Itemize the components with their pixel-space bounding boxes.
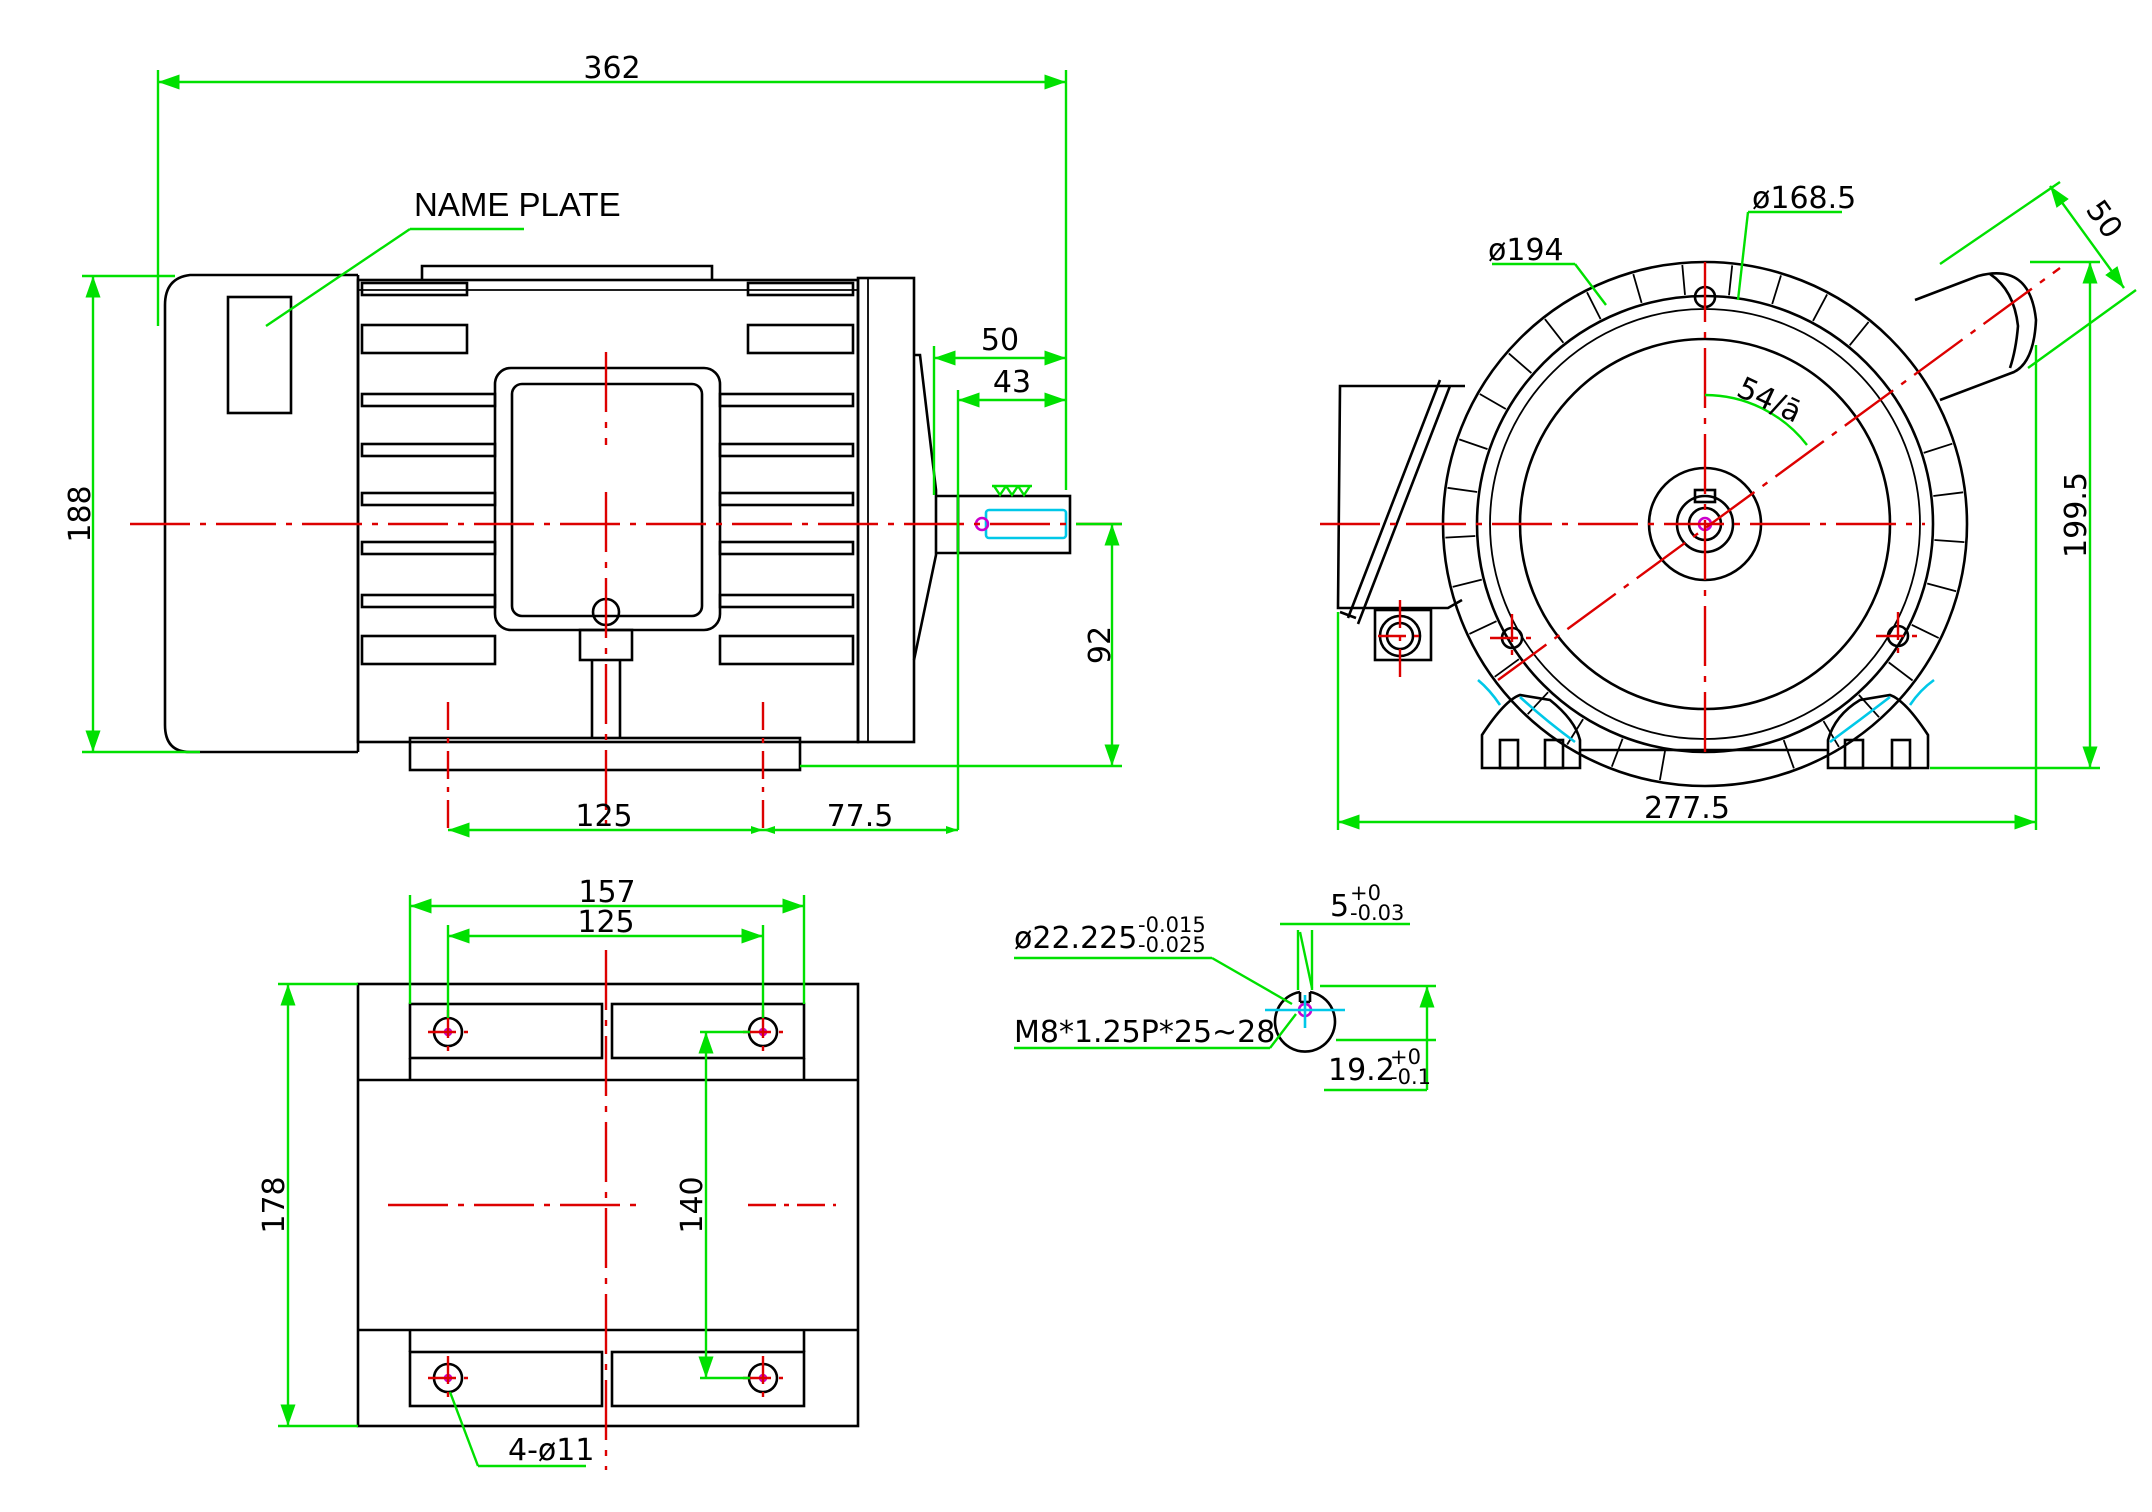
height-lower-tol: -0.1 (1390, 1065, 1431, 1089)
dim-dia-194: ø194 (1488, 233, 1564, 268)
fin-line (1782, 739, 1795, 769)
fin-line (1586, 291, 1602, 320)
diameter-lower-tol: -0.025 (1138, 933, 1206, 957)
fin-line (1926, 582, 1957, 593)
fin-line (1771, 275, 1782, 305)
key-upper-tol: +0 (1350, 881, 1381, 905)
thread-spec: M8*1.25P*25~28 (1014, 1015, 1275, 1050)
fin-line (1911, 623, 1940, 639)
fin-line (1447, 486, 1478, 493)
fin-line (1812, 293, 1828, 322)
fin-line (1452, 578, 1483, 588)
shaft-diameter: ø22.225 (1014, 921, 1137, 956)
fin-line (1469, 620, 1497, 635)
shaft-detail: 5 +0 -0.03 19.2 +0 -0.1 ø22.225 -0.015 -… (1014, 881, 1436, 1092)
dim-50: 50 (981, 323, 1019, 358)
fin-line (1566, 718, 1584, 745)
dim-125: 125 (575, 799, 632, 834)
bottom-view (356, 950, 860, 1470)
key-lower-tol: -0.03 (1350, 901, 1404, 925)
dim-holes: 4-ø11 (508, 1433, 594, 1468)
fin-line (1923, 442, 1953, 454)
fin-line (1494, 658, 1520, 678)
name-plate-label: NAME PLATE (414, 186, 621, 223)
terminal-box (493, 366, 722, 632)
fin-line (1933, 491, 1964, 497)
dim-125-bottom: 125 (577, 905, 634, 940)
dim-188: 188 (63, 485, 98, 542)
fin-line (1544, 318, 1565, 344)
dim-140: 140 (675, 1176, 710, 1233)
fin-line (1888, 661, 1914, 682)
dim-178: 178 (257, 1176, 292, 1233)
key-height: 19.2 (1328, 1053, 1395, 1088)
dim-92: 92 (1083, 626, 1118, 664)
fin-line (1458, 438, 1488, 450)
dim-199-5: 199.5 (2059, 472, 2094, 558)
fin-line (1728, 265, 1734, 296)
fin-line (1848, 321, 1870, 346)
fin-line (1632, 273, 1643, 304)
dim-77-5: 77.5 (827, 799, 894, 834)
fin-line (1934, 539, 1965, 543)
fin-line (1659, 750, 1666, 781)
dim-277-5: 277.5 (1644, 791, 1730, 826)
fin-line (1610, 738, 1624, 768)
front-view (1320, 260, 2061, 788)
dim-362: 362 (583, 51, 640, 86)
fin-line (1479, 393, 1507, 410)
name-plate-rect (226, 295, 293, 415)
dim-dia-168-5: ø168.5 (1752, 181, 1856, 216)
dim-angle-54: 54/ā (1732, 371, 1807, 431)
height-upper-tol: +0 (1390, 1045, 1421, 1069)
dim-157: 157 (578, 875, 635, 910)
fin-line (1527, 691, 1549, 715)
side-view (130, 264, 1122, 830)
diameter-upper-tol: -0.015 (1138, 913, 1206, 937)
bottom-dims: 157 125 178 140 4-ø11 (257, 875, 806, 1468)
fin-line (1508, 352, 1532, 374)
fin-line (1681, 264, 1686, 295)
fin-line (1445, 535, 1476, 539)
key-width: 5 (1330, 889, 1349, 924)
side-dims: 362 188 50 43 92 125 77.5 NAME PLATE (63, 51, 1122, 838)
dim-43: 43 (993, 365, 1031, 400)
